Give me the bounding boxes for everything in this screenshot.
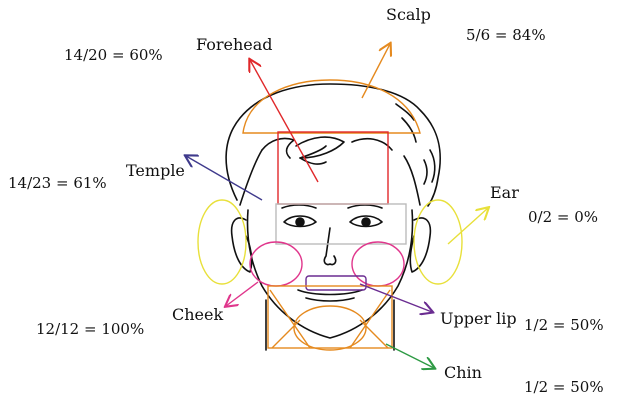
forehead-label: Forehead xyxy=(196,35,273,54)
temple-stat: 14/23 = 61% xyxy=(8,174,107,192)
forehead-region xyxy=(278,132,388,204)
cheek-stat: 12/12 = 100% xyxy=(36,320,144,338)
chin-stat: 1/2 = 50% xyxy=(524,378,604,396)
right-pupil xyxy=(362,218,370,226)
hair-forelock-2 xyxy=(300,158,326,164)
chin-arrow xyxy=(386,344,434,368)
left-eyebrow xyxy=(282,205,316,208)
hair-right-curls xyxy=(424,150,435,184)
chin-label: Chin xyxy=(444,363,482,382)
temple-region xyxy=(276,204,406,244)
cheek-label: Cheek xyxy=(172,305,223,324)
right-cheek-region xyxy=(352,242,404,286)
forehead-stat: 14/20 = 60% xyxy=(64,46,163,64)
region-labels: Scalp 5/6 = 84% Forehead 14/20 = 60% Tem… xyxy=(8,5,604,396)
hair-crown-strands xyxy=(352,104,416,150)
upperlip-stat: 1/2 = 50% xyxy=(524,316,604,334)
hair-outline xyxy=(226,84,440,206)
upperlip-label: Upper lip xyxy=(440,309,517,328)
chin-region-lines xyxy=(270,290,390,348)
hair-inner-left xyxy=(240,150,262,205)
right-ear xyxy=(410,218,430,272)
nose xyxy=(324,228,335,265)
face-drawing xyxy=(226,84,440,350)
scalp-label: Scalp xyxy=(386,5,431,24)
temple-label: Temple xyxy=(126,161,185,180)
hair-inner-right xyxy=(404,156,420,205)
cheek-arrow xyxy=(226,282,258,306)
scalp-region xyxy=(243,80,420,133)
ear-stat: 0/2 = 0% xyxy=(528,208,598,226)
upperlip-region xyxy=(306,276,366,290)
left-pupil xyxy=(296,218,304,226)
ear-arrow xyxy=(448,208,488,244)
ear-label: Ear xyxy=(490,183,519,202)
scalp-arrow xyxy=(362,44,390,98)
right-eyebrow xyxy=(348,205,382,208)
left-cheek-region xyxy=(250,242,302,286)
left-ear xyxy=(232,218,252,272)
right-ear-region xyxy=(414,200,462,284)
temple-arrow xyxy=(186,156,262,200)
forehead-arrow xyxy=(250,60,318,182)
mouth-shadow xyxy=(306,298,354,301)
scalp-stat: 5/6 = 84% xyxy=(466,26,546,44)
left-ear-region xyxy=(198,200,246,284)
